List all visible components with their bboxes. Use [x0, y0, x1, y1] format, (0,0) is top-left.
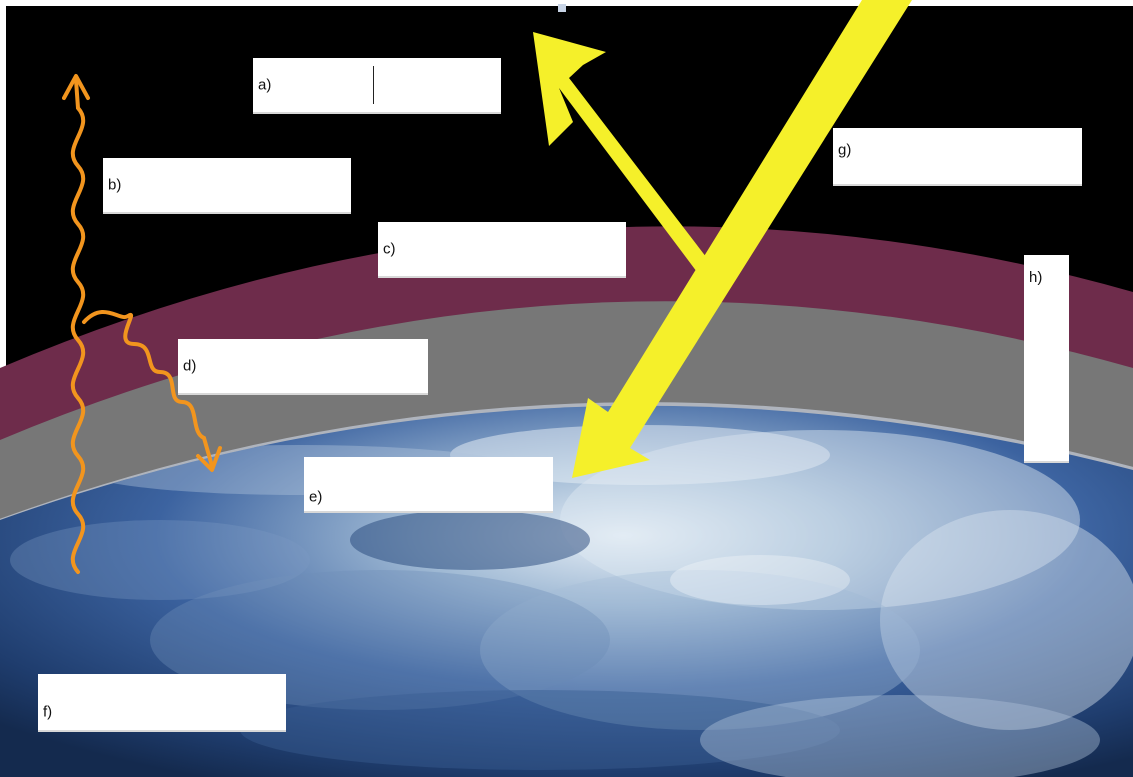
- label-letter-c: c): [383, 240, 396, 258]
- label-letter-g: g): [838, 141, 852, 159]
- reflected-sunlight-arrow: [533, 32, 713, 276]
- blank-label-b[interactable]: b): [103, 158, 351, 214]
- blank-label-d[interactable]: d): [178, 339, 428, 395]
- returning-infrared-wave: [82, 310, 214, 468]
- blank-label-c[interactable]: c): [378, 222, 626, 278]
- escaping-infrared-wave: [70, 78, 86, 574]
- top-strip: [0, 0, 1133, 6]
- returning-infrared-arrowhead: [196, 446, 222, 472]
- label-letter-d: d): [183, 357, 197, 375]
- blank-label-g[interactable]: g): [833, 128, 1082, 186]
- label-letter-h: h): [1029, 269, 1043, 286]
- label-letter-b: b): [108, 176, 122, 194]
- blank-label-f[interactable]: f): [38, 674, 286, 732]
- label-letter-e: e): [309, 488, 323, 506]
- escaping-infrared-arrowhead: [62, 74, 90, 100]
- blank-label-h[interactable]: h): [1024, 255, 1069, 463]
- tiny-star: [558, 4, 566, 12]
- label-letter-f: f): [43, 703, 53, 721]
- blank-label-a[interactable]: a): [253, 58, 501, 114]
- blank-label-e[interactable]: e): [304, 457, 553, 513]
- text-cursor: [373, 66, 374, 104]
- incoming-sunlight-arrow: [572, 0, 912, 478]
- label-letter-a: a): [258, 76, 272, 94]
